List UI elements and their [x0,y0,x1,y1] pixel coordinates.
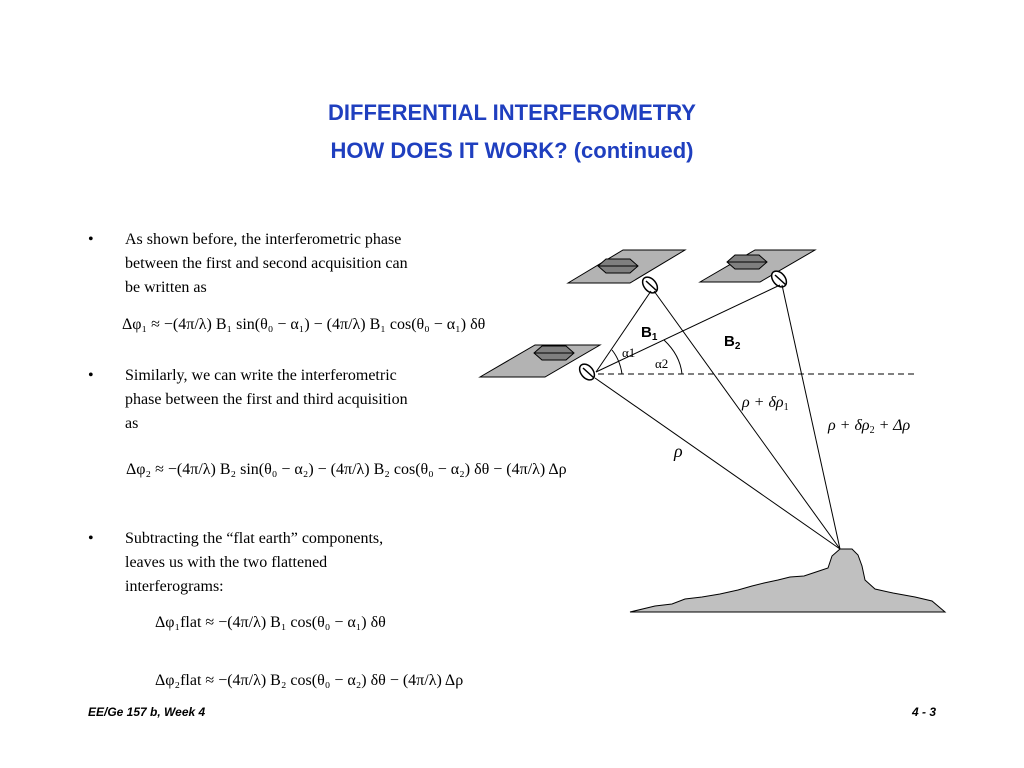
bullet-3-line-1: Subtracting the “flat earth” components, [125,530,384,547]
range-line-rho-2 [781,284,841,550]
rho-label: ρ [673,441,683,461]
satellite-2-body [726,254,768,270]
bullet-3-symbol: • [88,530,94,547]
satellite-3-body [533,345,575,361]
bullet-1-line-2: between the first and second acquisition… [125,255,408,272]
alpha-1-arc [611,349,623,375]
antenna-3-icon [578,363,596,381]
alpha-1-label: α1 [622,345,635,360]
alpha-2-arc [663,339,683,375]
antenna-2-icon [770,270,788,288]
bullet-1-symbol: • [88,231,94,248]
range-line-rho [594,377,841,550]
footer-page-number: 4 - 3 [912,705,937,719]
footer-course: EE/Ge 157 b, Week 4 [88,705,206,719]
equation-4: Δφ₂flat ≈ −(4π/λ) B₂ cos(θ₀ − α₂) δθ − (… [155,672,464,689]
rho-plus-delta-rho-2-label: ρ + δρ2 + Δρ [827,417,910,436]
title-line-2: HOW DOES IT WORK? (continued) [330,138,694,163]
equation-2: Δφ₂ ≈ −(4π/λ) B₂ sin(θ₀ − α₂) − (4π/λ) B… [126,461,567,478]
rho-plus-delta-rho-1-label: ρ + δρ1 [741,394,789,413]
terrain-mountain [629,548,947,613]
bullet-1-line-1: As shown before, the interferometric pha… [125,231,402,248]
antenna-1-icon [641,276,659,294]
bullet-2-line-1: Similarly, we can write the interferomet… [125,367,397,384]
baseline-1-line [595,290,652,373]
baseline-2-label: B2 [724,333,741,352]
equation-3: Δφ₁flat ≈ −(4π/λ) B₁ cos(θ₀ − α₁) δθ [155,614,386,631]
bullet-2-line-2: phase between the first and third acquis… [125,391,408,408]
satellite-1-body [597,258,639,274]
bullet-2-symbol: • [88,367,94,384]
bullet-3-line-3: interferograms: [125,578,224,595]
title-line-1: DIFFERENTIAL INTERFEROMETRY [328,100,696,125]
bullet-1-text: As shown before, the interferometric pha… [125,228,408,300]
bullet-3-line-2: leaves us with the two flattened [125,554,328,571]
alpha-2-label: α2 [655,356,668,371]
bullet-3-text: Subtracting the “flat earth” components,… [125,527,383,599]
baseline-2-line [595,284,781,373]
bullet-2-text: Similarly, we can write the interferomet… [125,364,408,436]
bullet-2-line-3: as [125,415,139,432]
range-line-rho-1 [653,290,841,550]
equation-1: Δφ₁ ≈ −(4π/λ) B₁ sin(θ₀ − α₁) − (4π/λ) B… [122,316,486,333]
bullet-1-line-3: be written as [125,279,207,296]
baseline-1-label: B1 [641,324,658,343]
